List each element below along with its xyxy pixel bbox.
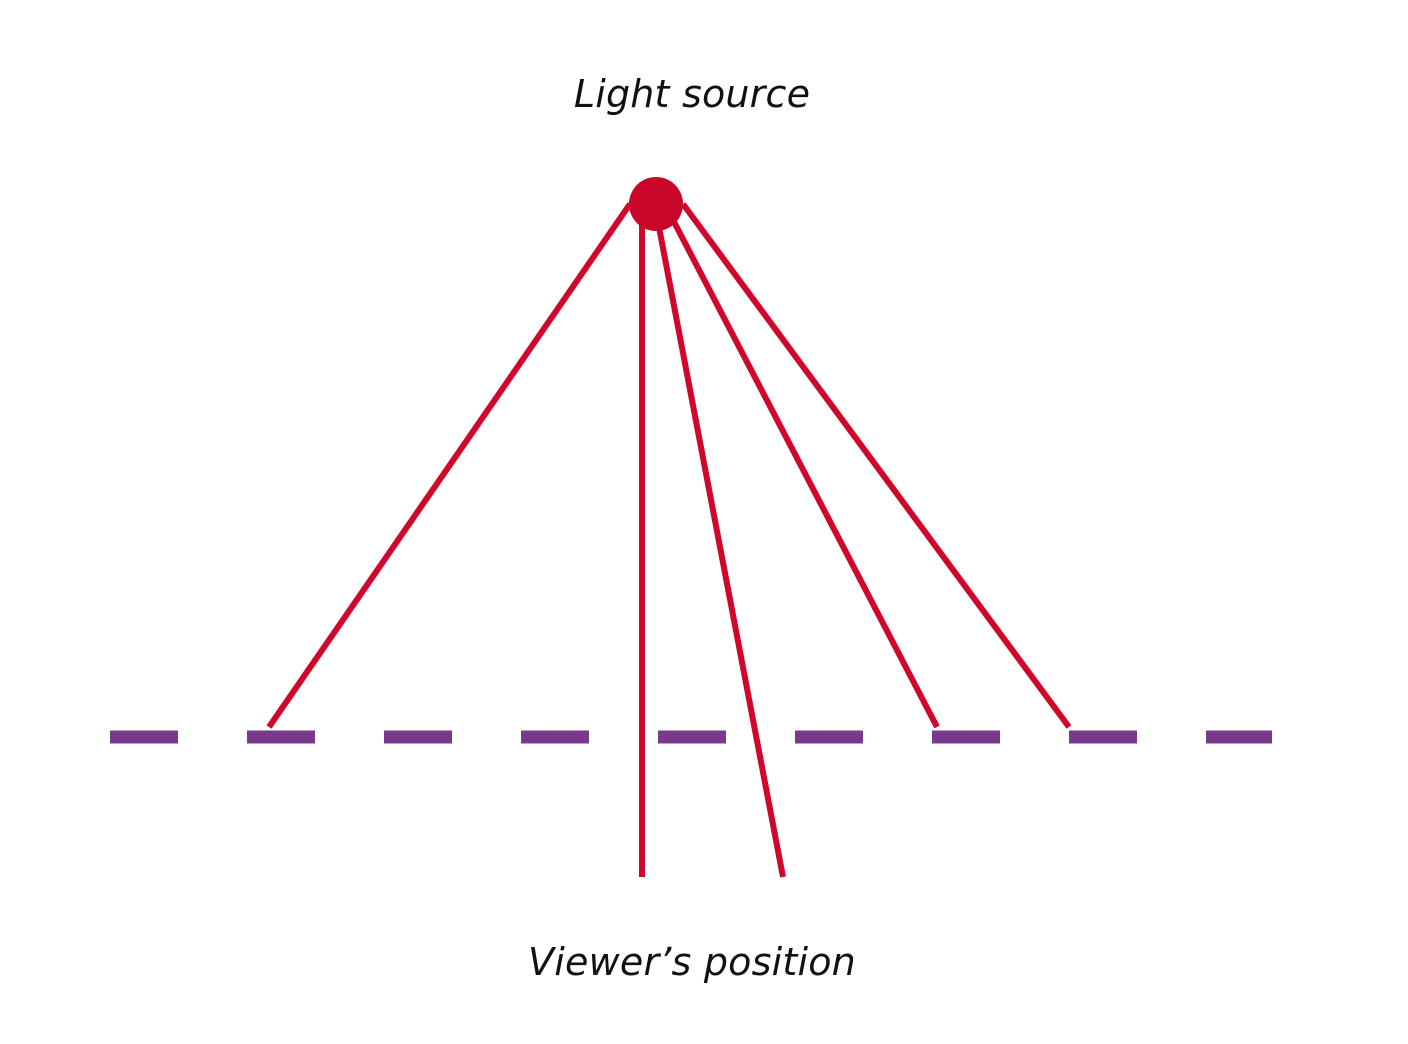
ray-far-left <box>266 202 633 729</box>
light-source-label: Light source <box>573 72 811 116</box>
light-source-dot <box>629 177 683 231</box>
ray-far-right <box>680 202 1072 729</box>
ray-right <box>669 216 940 729</box>
viewer-position-label: Viewer’s position <box>528 940 856 984</box>
ray-angled-to-viewer <box>655 221 786 878</box>
light-rays <box>266 202 1072 878</box>
